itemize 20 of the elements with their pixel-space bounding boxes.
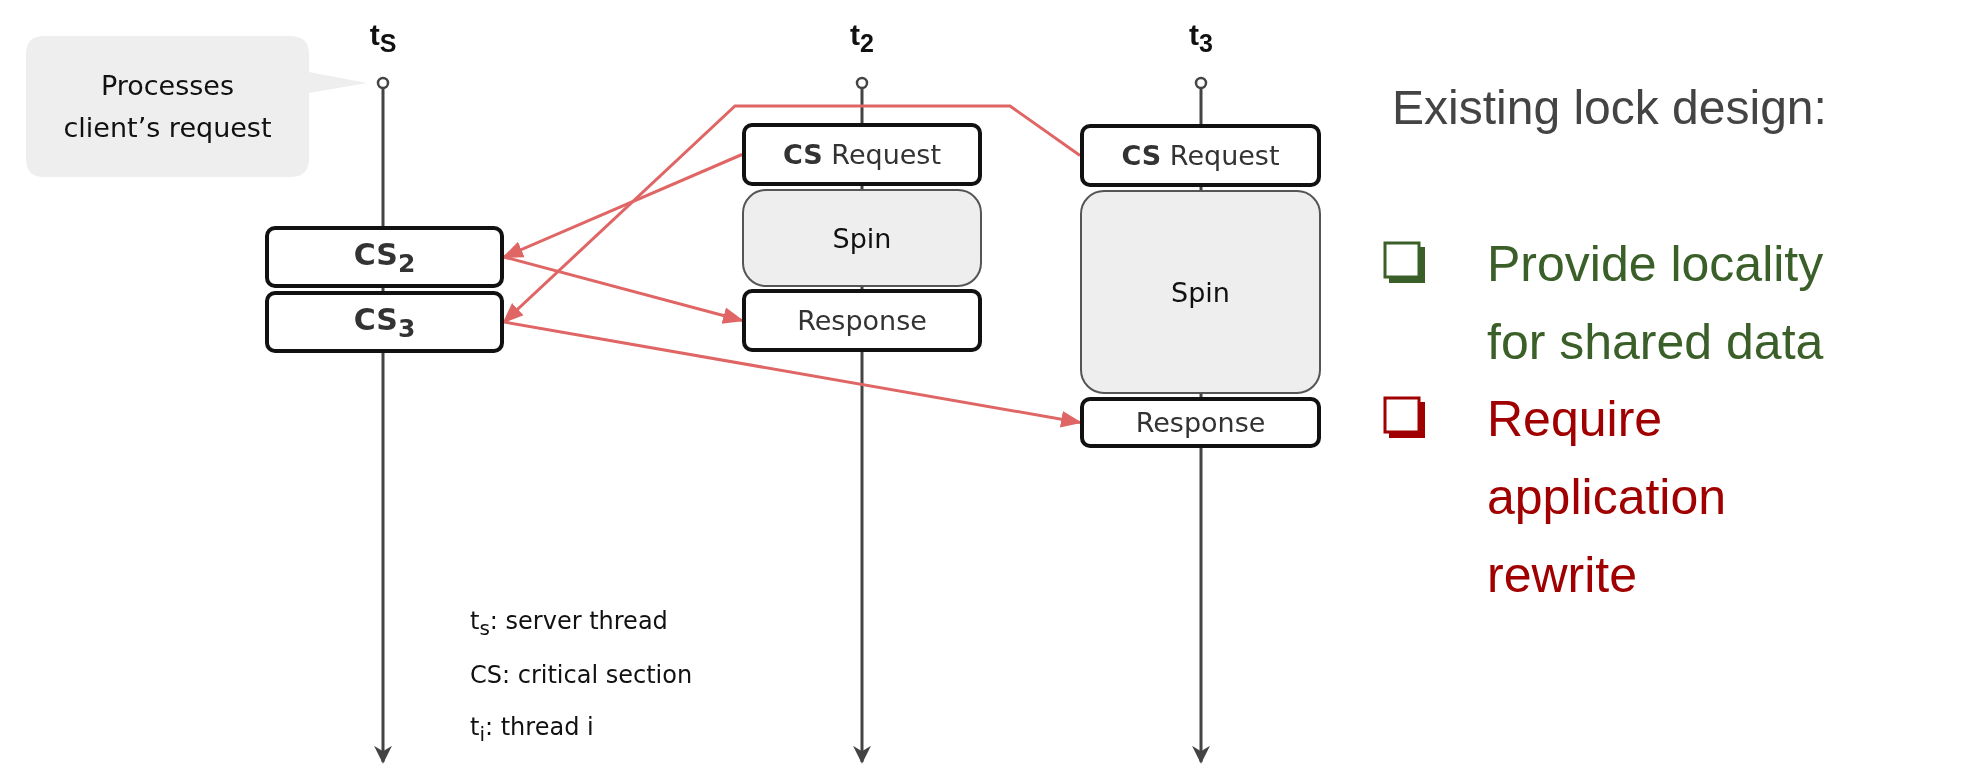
legend-text: t$_{i}$: thread i: [470, 713, 594, 746]
spin-box: Spin: [742, 189, 982, 287]
speech-bubble: Processes client’s request: [26, 36, 367, 177]
spin-box: Spin: [1080, 190, 1321, 394]
thread-label: t$_{2}$: [849, 18, 875, 58]
bullet-text: Require application rewrite: [1487, 390, 1728, 605]
process-box: CS Request: [742, 123, 982, 186]
process-box: CS$_{3}$: [265, 291, 504, 353]
arrow: [502, 104, 1081, 324]
process-box: CS$_{2}$: [265, 226, 504, 288]
arrow: [502, 153, 743, 259]
process-box: CS Request: [1080, 124, 1321, 187]
process-box: Response: [1080, 397, 1321, 448]
thread-label: t$_{3}$: [1188, 18, 1214, 58]
thread-label: t$_{S}$: [368, 18, 398, 58]
bullet-text: Provide locality for shared data: [1487, 235, 1825, 372]
legend-text: CS: critical section: [470, 661, 693, 689]
heading: Existing lock design:: [1392, 80, 1827, 135]
legend-text: t$_{s}$: server thread: [470, 607, 668, 640]
process-box: Response: [742, 289, 982, 352]
